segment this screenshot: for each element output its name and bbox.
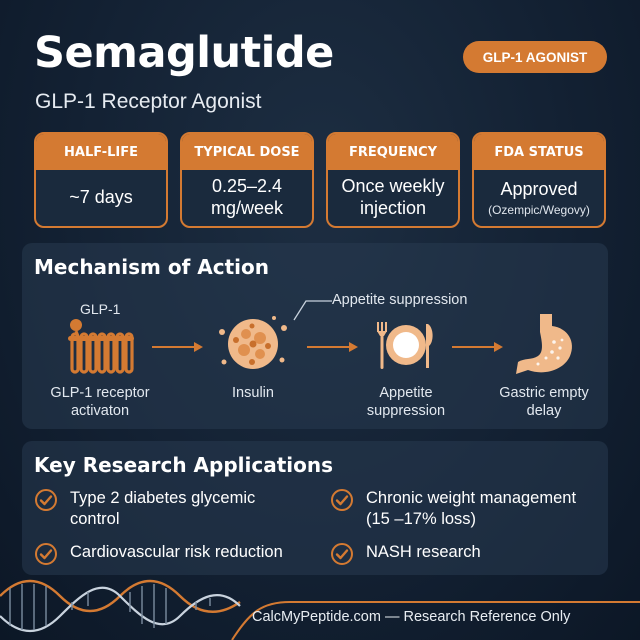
arrow-icon xyxy=(307,342,358,352)
stomach-icon xyxy=(516,314,572,374)
application-line-2: control xyxy=(70,510,120,529)
arrow-icon xyxy=(452,342,503,352)
mechanism-title: Mechanism of Action xyxy=(34,255,269,279)
glp1-tag: GLP-1 xyxy=(80,301,121,317)
stat-value: ~7 days xyxy=(69,187,133,208)
page-subtitle: GLP-1 Receptor Agonist xyxy=(35,90,262,113)
applications-title: Key Research Applications xyxy=(34,453,334,477)
application-item: Type 2 diabetes glycemic control xyxy=(34,488,314,531)
dna-helix-decoration xyxy=(0,579,640,640)
stat-value: Approved xyxy=(500,179,578,199)
stat-value-line-2: injection xyxy=(359,198,427,218)
applications-panel xyxy=(22,441,608,575)
check-circle-icon xyxy=(331,543,353,565)
stat-value-line-1: 0.25–2.4 xyxy=(211,176,283,197)
step-label-line-2: delay xyxy=(526,403,562,420)
class-badge: GLP-1 AGONIST xyxy=(463,41,607,73)
application-line-1: NASH research xyxy=(366,543,481,561)
plate-icon xyxy=(377,322,433,369)
stat-label: HALF-LIFE xyxy=(36,134,166,170)
application-item: Cardiovascular risk reduction xyxy=(34,542,324,566)
step-label-line-1: Insulin xyxy=(232,385,274,401)
stat-label: FDA STATUS xyxy=(474,134,604,170)
stat-note: (Ozempic/Wegovy) xyxy=(488,202,590,217)
mechanism-step-receptor: GLP-1 receptor activaton xyxy=(30,384,170,420)
application-item: NASH research xyxy=(330,542,605,566)
mechanism-step-appetite: Appetite suppression xyxy=(346,384,466,420)
check-circle-icon xyxy=(35,543,57,565)
step-label-line-2: activaton xyxy=(70,403,130,420)
insulin-granule-icon xyxy=(219,316,287,369)
stat-card-frequency: FREQUENCY Once weekly injection xyxy=(326,132,460,228)
check-circle-icon xyxy=(331,489,353,511)
stat-card-fda-status: FDA STATUS Approved (Ozempic/Wegovy) xyxy=(472,132,606,228)
footer-text: CalcMyPeptide.com — Research Reference O… xyxy=(252,609,571,625)
application-item: Chronic weight management (15 –17% loss) xyxy=(330,488,605,531)
application-line-2: (15 –17% loss) xyxy=(366,510,477,529)
step-label-line-1: GLP-1 receptor xyxy=(50,385,150,401)
page-title: Semaglutide xyxy=(34,28,334,78)
step-label-line-1: Appetite xyxy=(379,385,433,401)
stat-label: FREQUENCY xyxy=(328,134,458,170)
step-label-line-1: Gastric empty xyxy=(499,385,589,401)
application-line-1: Type 2 diabetes glycemic xyxy=(70,489,256,507)
mechanism-step-gastric: Gastric empty delay xyxy=(484,384,604,420)
callout-label: Appetite suppression xyxy=(332,292,468,308)
stat-value-line-1: Once weekly xyxy=(341,176,445,197)
stat-label: TYPICAL DOSE xyxy=(182,134,312,170)
stat-card-half-life: HALF-LIFE ~7 days xyxy=(34,132,168,228)
application-line-1: Chronic weight management xyxy=(366,489,577,507)
check-circle-icon xyxy=(35,489,57,511)
step-label-line-2: suppression xyxy=(366,403,446,420)
mechanism-step-insulin: Insulin xyxy=(203,384,303,402)
callout-line xyxy=(293,300,332,321)
receptor-icon xyxy=(68,319,134,374)
arrow-icon xyxy=(152,342,203,352)
application-line-1: Cardiovascular risk reduction xyxy=(70,543,283,561)
stat-value-line-2: mg/week xyxy=(210,198,284,218)
stat-card-typical-dose: TYPICAL DOSE 0.25–2.4 mg/week xyxy=(180,132,314,228)
